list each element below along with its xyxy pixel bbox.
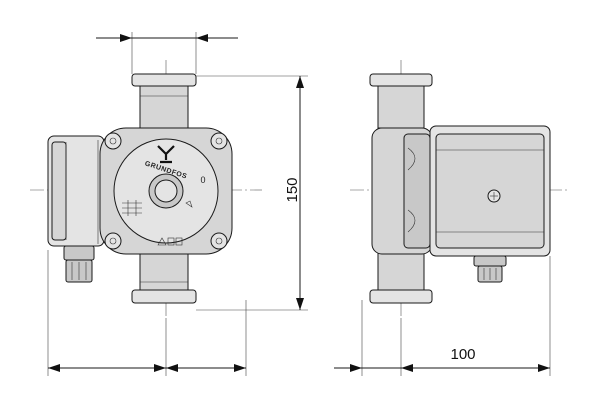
- warning-labels: [157, 237, 183, 246]
- speed-zero-mark: 0: [200, 175, 205, 185]
- depth-dimension-label: 100: [450, 346, 475, 363]
- side-view: [350, 60, 570, 318]
- terminal-box: [47, 135, 105, 247]
- motor-housing: GRUNDFOS 0: [99, 127, 233, 255]
- side-bottom-pipe: [369, 251, 433, 304]
- top-pipe-connection: [131, 73, 197, 129]
- dimension-lines: 150 100: [47, 32, 551, 376]
- cable-gland: [63, 245, 95, 283]
- scale-marks: [122, 200, 142, 216]
- grundfos-logo-icon: [157, 145, 175, 164]
- height-dimension-label: 150: [284, 177, 301, 202]
- front-view: GRUNDFOS 0: [30, 60, 262, 318]
- bottom-pipe-connection: [131, 251, 197, 304]
- side-top-pipe: [369, 73, 433, 129]
- side-motor-housing: [429, 125, 551, 257]
- side-pump-body: [371, 127, 433, 255]
- side-cable-gland: [473, 255, 507, 283]
